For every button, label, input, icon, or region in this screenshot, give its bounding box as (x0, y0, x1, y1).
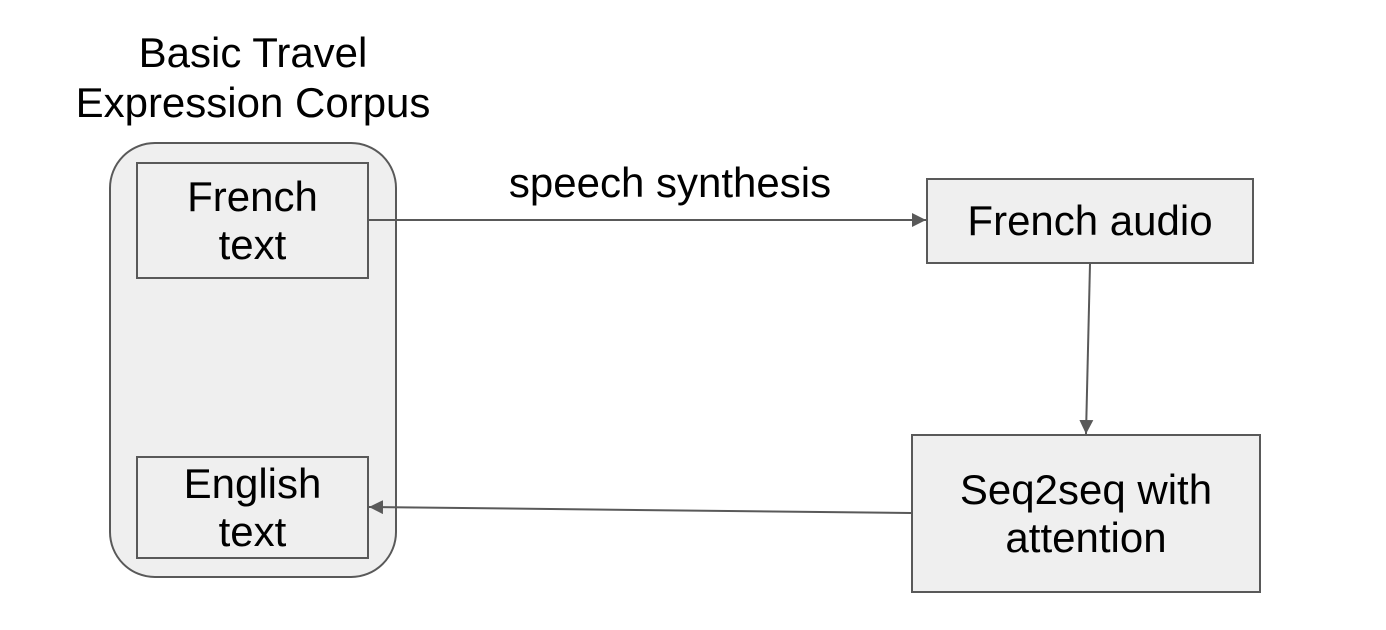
node-french-text-line1: French (187, 172, 318, 220)
corpus-title: Basic Travel Expression Corpus (40, 28, 466, 128)
node-french-audio-label: French audio (967, 197, 1213, 244)
edge-seq2seq-to-english-text (368, 500, 912, 515)
corpus-title-line1: Basic Travel (138, 29, 368, 76)
edge-label-speech-synthesis: speech synthesis (508, 159, 832, 206)
node-english-text-line2: text (218, 507, 287, 555)
node-french-text-line2: text (218, 220, 287, 268)
node-english-text-line1: English (183, 459, 322, 507)
node-french-text: French text (136, 162, 369, 279)
edge-french-audio-to-seq2seq (1079, 263, 1094, 435)
node-seq2seq-line2: attention (1005, 513, 1167, 561)
node-seq2seq-attention: Seq2seq with attention (911, 434, 1261, 593)
corpus-title-line2: Expression Corpus (75, 79, 431, 126)
node-english-text: English text (136, 456, 369, 559)
node-seq2seq-line1: Seq2seq with (959, 465, 1213, 513)
node-french-audio: French audio (926, 178, 1254, 264)
